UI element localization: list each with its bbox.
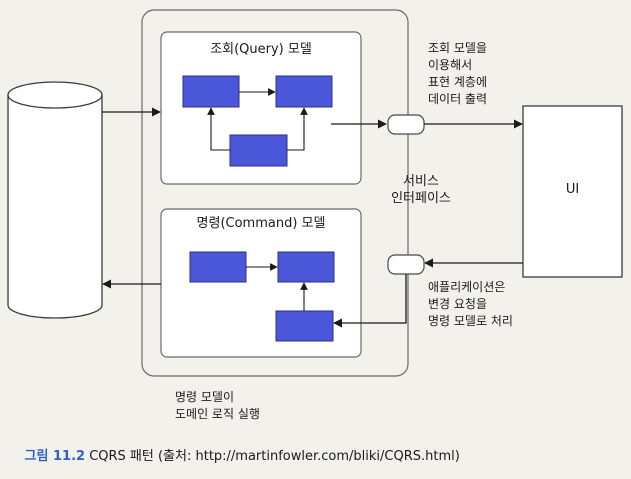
ui-label: UI (565, 182, 580, 197)
cqrs-diagram: 조회(Query) 모델 명령(Command) 모델 UI 서비스 인터페이스… (7, 9, 623, 464)
figure-caption-text: CQRS 패턴 (출처: http://martinfowler.com/bli… (85, 449, 460, 464)
service-interface-command-port (387, 254, 425, 275)
query-arrow-bottom-to-left (207, 107, 230, 151)
service-interface-query-port (387, 114, 425, 135)
query-arrow-bottom-to-right (287, 107, 308, 151)
command-input-note: 애플리케이션은 변경 요청을 명령 모델로 처리 (428, 280, 513, 328)
command-block-left (189, 251, 247, 283)
command-block-right (277, 251, 335, 283)
query-model-title: 조회(Query) 모델 (210, 42, 312, 57)
query-block-left (182, 75, 240, 108)
figure-caption: 그림 11.2 CQRS 패턴 (출처: http://martinfowler… (8, 430, 460, 479)
command-block-bottom (275, 310, 334, 342)
arrow-port-to-command (333, 274, 407, 328)
application-boundary (141, 9, 409, 377)
service-interface-label: 서비스 인터페이스 (391, 174, 451, 206)
query-block-bottom (229, 134, 288, 167)
database-cylinder (7, 81, 103, 319)
figure-number: 그림 11.2 (24, 449, 86, 464)
command-domain-note: 명령 모델이 도메인 로직 실행 (175, 390, 260, 421)
query-output-note: 조회 모델을 이용해서 표현 계층에 데이터 출력 (428, 41, 488, 106)
diagram-canvas (7, 9, 623, 377)
command-model-title: 명령(Command) 모델 (196, 216, 326, 231)
query-block-right (275, 75, 333, 108)
ui-box (522, 105, 623, 278)
